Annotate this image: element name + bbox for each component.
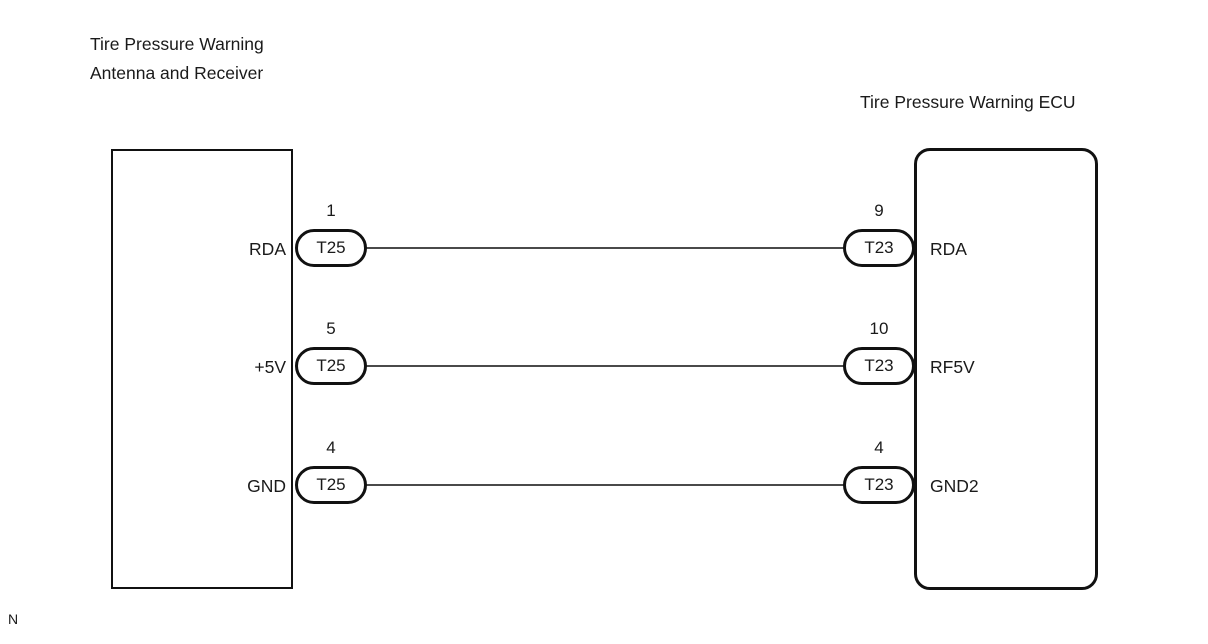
left-pin-number: 5 xyxy=(326,319,336,338)
right-connector-pill: T23 xyxy=(843,229,915,267)
right-component-box xyxy=(914,148,1098,590)
right-port-label: RDA xyxy=(930,239,967,259)
left-component-title: Tire Pressure Warning Antenna and Receiv… xyxy=(90,34,264,83)
right-port-label: GND2 xyxy=(930,476,979,496)
footnote-marker: N xyxy=(8,611,19,627)
right-component-title: Tire Pressure Warning ECU xyxy=(860,92,1076,112)
right-connector-pill: T23 xyxy=(843,466,915,504)
left-connector-pill: T25 xyxy=(295,347,367,385)
right-connector-pill: T23 xyxy=(843,347,915,385)
left-connector-pill: T25 xyxy=(295,466,367,504)
left-pin-number: 1 xyxy=(326,201,336,220)
right-pin-number: 9 xyxy=(874,201,884,220)
wire-row: GND 4 T25 4 T23 GND2 xyxy=(0,436,1208,536)
left-pin-number: 4 xyxy=(326,438,336,457)
wire-row: +5V 5 T25 10 T23 RF5V xyxy=(0,317,1208,417)
left-port-label: +5V xyxy=(254,357,286,377)
left-connector-pill: T25 xyxy=(295,229,367,267)
left-port-label: GND xyxy=(247,476,286,496)
wire xyxy=(366,365,845,367)
left-component-box xyxy=(111,149,293,589)
wire xyxy=(366,484,845,486)
wire-row: RDA 1 T25 9 T23 RDA xyxy=(0,199,1208,299)
right-pin-number: 10 xyxy=(869,319,889,338)
right-port-label: RF5V xyxy=(930,357,975,377)
wire xyxy=(366,247,845,249)
left-port-label: RDA xyxy=(249,239,286,259)
right-pin-number: 4 xyxy=(874,438,884,457)
